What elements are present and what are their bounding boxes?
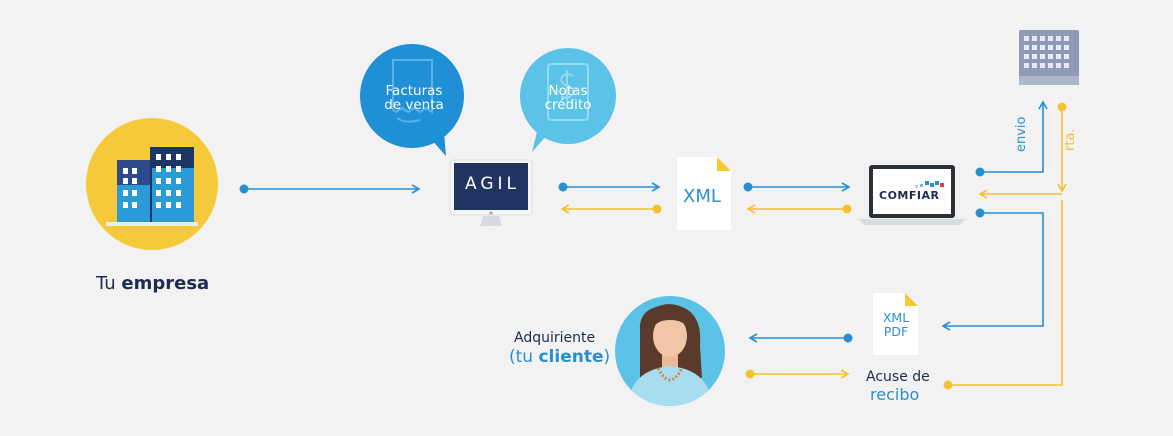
arrow-receipt-to-rta <box>948 200 1063 386</box>
company-name: empresa <box>121 273 210 294</box>
arrow-envio-dot <box>975 167 985 177</box>
arrow-xml-to-comfiar <box>748 182 851 192</box>
facturas-line1: Facturas <box>385 83 443 99</box>
arrow-company-to-agil <box>244 184 421 194</box>
monitor-icon <box>449 159 533 226</box>
dollar-document-icon <box>547 63 589 121</box>
building-icon <box>86 118 218 250</box>
receiver-close: ) <box>603 347 611 367</box>
government-building-icon <box>1019 30 1079 85</box>
arrow-rta <box>978 107 1067 199</box>
facturas-bubble <box>360 44 464 156</box>
arrow-receipt-dot <box>943 380 953 390</box>
receipt-title: Acuse de <box>866 369 930 385</box>
arrow-xml-to-agil <box>560 204 657 214</box>
company-label: Tu empresa <box>96 273 209 294</box>
laptop-icon <box>859 165 965 225</box>
arrow-envio <box>980 100 1048 173</box>
receipt-icon <box>392 59 433 123</box>
receipt-subtitle: recibo <box>870 385 920 404</box>
receiver-bold: cliente <box>538 347 604 367</box>
arrow-agil-to-xml-dot <box>558 182 568 192</box>
output-line2: PDF <box>883 324 909 339</box>
receiver-subtitle: (tu cliente) <box>509 347 610 367</box>
arrow-comfiar-to-output-dot <box>975 208 985 218</box>
notas-line1: Notas <box>548 83 588 99</box>
arrow-agil-to-xml <box>563 182 661 192</box>
arrow-rta-dot <box>1057 102 1067 112</box>
arrow-client-to-receipt <box>750 369 850 379</box>
arrow-comfiar-to-xml-dot <box>842 204 852 214</box>
receiver-title: Adquiriente <box>514 330 596 346</box>
comfiar-logo: COMFIAR <box>879 189 940 202</box>
person-avatar-icon <box>615 296 725 406</box>
rta-label: rta. <box>1063 128 1078 151</box>
notas-line2: crédito <box>544 97 592 113</box>
arrow-output-to-client <box>748 333 848 343</box>
arrow-xml-to-comfiar-dot <box>743 182 753 192</box>
arrow-start-dot <box>239 184 249 194</box>
output-line1: XML <box>882 310 910 325</box>
arrow-comfiar-to-output <box>941 212 1044 331</box>
xml-label: XML <box>683 186 721 207</box>
arrow-output-to-client-dot <box>843 333 853 343</box>
arrow-xml-to-agil-dot <box>652 204 662 214</box>
company-prefix: Tu <box>96 273 116 294</box>
arrow-client-to-receipt-dot <box>745 369 755 379</box>
xml-document-icon <box>677 157 731 230</box>
facturas-line2: de venta <box>384 97 444 113</box>
notas-bubble <box>520 48 616 152</box>
output-document-icon <box>873 293 918 355</box>
agil-logo: AGIL <box>465 174 520 194</box>
receiver-open: (tu <box>509 347 534 367</box>
arrow-comfiar-to-xml <box>746 204 847 214</box>
envio-label: envio <box>1014 116 1029 153</box>
